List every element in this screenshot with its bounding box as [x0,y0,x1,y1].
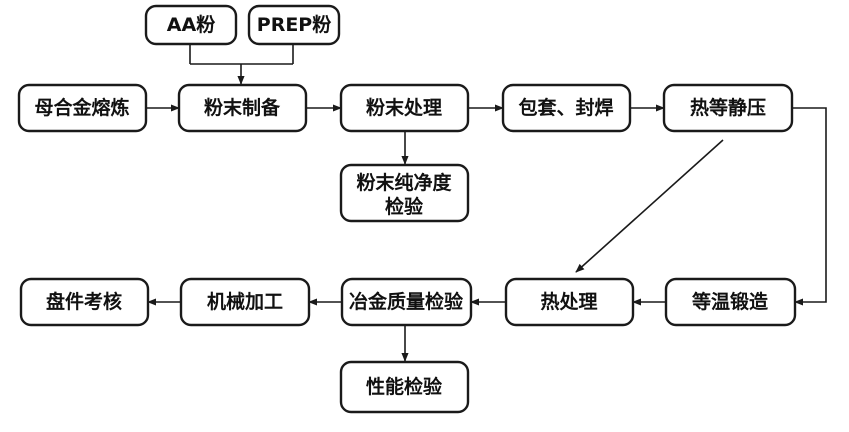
arrow-hip-to-heat-treatment [575,139,724,273]
node-hot-isostatic-pressing-label: 热等静压 [690,96,766,119]
node-disk-assessment: 盘件考核 [19,277,150,327]
node-powder-preparation-label: 粉末制备 [204,96,281,119]
node-hot-isostatic-pressing: 热等静压 [662,83,794,133]
node-heat-treatment-label: 热处理 [540,290,597,313]
node-heat-treatment: 热处理 [504,277,635,327]
node-performance-inspection-label: 性能检验 [366,375,443,398]
connectors [146,44,827,362]
node-aa-powder: AA粉 [144,4,238,46]
node-machining-label: 机械加工 [207,290,283,313]
node-master-alloy-melting-label: 母合金熔炼 [34,96,129,119]
node-powder-purity-inspection-label-line1: 粉末纯净度 [356,171,452,194]
node-prep-powder-label: PREP粉 [257,13,331,36]
node-metallurgical-quality-inspection: 冶金质量检验 [340,277,473,327]
node-powder-treatment: 粉末处理 [339,83,470,133]
node-prep-powder: PREP粉 [247,4,341,46]
arrow-hip-to-isothermal-forging [792,107,827,306]
node-isothermal-forging-label: 等温锻造 [691,290,769,313]
node-isothermal-forging: 等温锻造 [664,277,797,327]
node-powder-purity-inspection-label-line2: 检验 [385,195,424,218]
node-disk-assessment-label: 盘件考核 [46,290,122,313]
node-powder-treatment-label: 粉末处理 [366,96,442,119]
node-aa-powder-label: AA粉 [167,13,215,36]
node-master-alloy-melting: 母合金熔炼 [17,83,148,133]
node-powder-preparation: 粉末制备 [177,83,308,133]
node-powder-purity-inspection: 粉末纯净度 检验 [339,163,470,223]
node-performance-inspection: 性能检验 [339,360,470,414]
node-canning-sealing: 包套、封焊 [501,83,632,133]
node-canning-sealing-label: 包套、封焊 [518,96,613,119]
node-metallurgical-quality-inspection-label: 冶金质量检验 [349,290,464,313]
node-machining: 机械加工 [179,277,311,327]
